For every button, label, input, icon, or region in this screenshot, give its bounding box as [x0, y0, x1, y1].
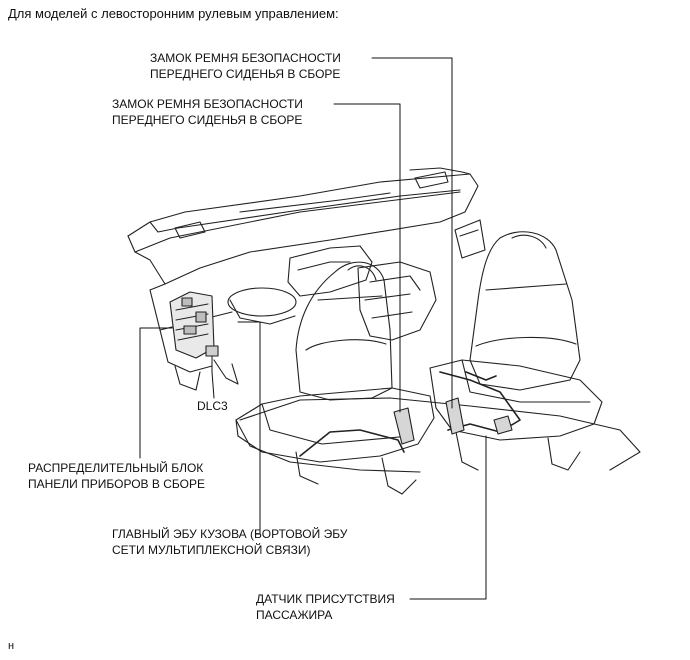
label-dlc3: DLC3: [197, 399, 228, 413]
diagram-title: Для моделей с левосторонним рулевым упра…: [8, 6, 339, 21]
occupant-sensor-shape: [493, 415, 513, 435]
label-junction-line2: ПАНЕЛИ ПРИБОРОВ В СБОРЕ: [28, 477, 205, 491]
label-junction-line1: РАСПРЕДЕЛИТЕЛЬНЫЙ БЛОК: [28, 461, 204, 475]
label-ecu-line2: СЕТИ МУЛЬТИПЛЕКСНОЙ СВЯЗИ): [112, 543, 311, 557]
label-sensor-line2: ПАССАЖИРА: [256, 608, 333, 622]
leader-lines: [139, 57, 487, 600]
label-ecu-line1: ГЛАВНЫЙ ЭБУ КУЗОВА (БОРТОВОЙ ЭБУ: [112, 527, 348, 541]
footer-mark: н: [8, 640, 15, 652]
junction-block-shape: [169, 291, 215, 359]
buckle-passenger-shape: [445, 397, 465, 435]
label-buckle-2-line1: ЗАМОК РЕМНЯ БЕЗОПАСНОСТИ: [112, 97, 303, 111]
label-buckle-2-line2: ПЕРЕДНЕГО СИДЕНЬЯ В СБОРЕ: [112, 113, 303, 127]
buckle-driver-shape: [393, 407, 415, 445]
label-buckle-1-line1: ЗАМОК РЕМНЯ БЕЗОПАСНОСТИ: [150, 51, 341, 65]
dlc3-connector: [205, 345, 219, 357]
label-buckle-1-line2: ПЕРЕДНЕГО СИДЕНЬЯ В СБОРЕ: [150, 67, 341, 81]
label-sensor-line1: ДАТЧИК ПРИСУТСТВИЯ: [256, 592, 395, 606]
